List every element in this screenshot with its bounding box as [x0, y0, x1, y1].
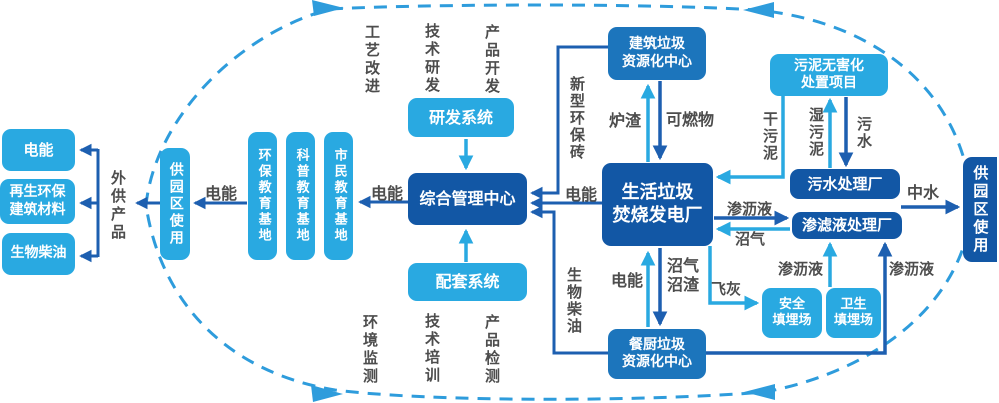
brick-to-mgmt-arrow [530, 45, 608, 200]
label-power-exchange: 电能 [611, 271, 644, 290]
label-wet-sludge: 湿污泥 [807, 107, 825, 158]
label-leachate-to-plant: 渗沥液 [727, 200, 773, 218]
label-tech-rd: 技术研发 [423, 23, 441, 95]
label-biogas-residue: 沼气 沼渣 [667, 256, 700, 295]
node-construction-waste-center: 建筑垃圾 资源化中心 [608, 27, 706, 80]
node-output-power: 电能 [2, 129, 75, 171]
biodiesel-to-mgmt-arrow [530, 205, 608, 355]
label-leachate-from-kitchen: 渗沥液 [889, 260, 935, 278]
node-mgmt-center: 综合管理中心 [408, 173, 527, 225]
label-tech-training: 技术培训 [423, 313, 441, 385]
node-safe-landfill: 安全 填埋场 [762, 288, 822, 338]
node-leachate-plant: 渗滤液处理厂 [792, 212, 902, 239]
boundary-arrow-top-right [743, 2, 774, 18]
label-env-monitoring: 环境监测 [361, 314, 379, 386]
node-edu-environment: 环保教育基地 [248, 132, 277, 260]
label-power-to-edu: 电能 [371, 184, 404, 203]
label-leachate-from-landfill: 渗沥液 [778, 260, 824, 278]
node-park-use-right: 供园区使用 [963, 157, 997, 262]
node-sewage-plant: 污水处理厂 [790, 169, 900, 199]
leachate-kitchen-arrow [706, 241, 893, 355]
label-craft-improvement: 工艺改进 [363, 24, 381, 96]
label-sewage: 污水 [855, 116, 873, 150]
node-sludge-project: 污泥无害化 处置项目 [770, 54, 888, 96]
boundary-arrow-bottom-left [311, 385, 343, 402]
dry-sludge-arrow [715, 96, 785, 185]
node-park-use-left: 供园区使用 [160, 148, 190, 260]
label-external-products: 外供产品 [109, 170, 127, 242]
node-waste-incineration-plant: 生活垃圾 焚烧发电厂 [602, 163, 713, 246]
label-power-to-mgmt: 电能 [565, 185, 598, 204]
node-edu-science: 科普教育基地 [286, 132, 315, 260]
label-combustibles: 可燃物 [666, 110, 715, 129]
label-dry-sludge: 干污泥 [761, 111, 779, 162]
node-output-materials: 再生环保 建筑材料 [0, 179, 75, 224]
node-kitchen-waste-center: 餐厨垃圾 资源化中心 [608, 329, 706, 379]
label-biogas: 沼气 [735, 230, 766, 248]
label-fly-ash: 飞灰 [711, 280, 742, 298]
label-biodiesel-flow: 生物柴油 [565, 267, 583, 335]
label-product-dev: 产品开发 [483, 24, 501, 96]
label-new-eco-brick: 新型环保砖 [568, 76, 586, 161]
label-power-to-park: 电能 [205, 184, 238, 203]
node-sanitary-landfill: 卫生 填埋场 [826, 288, 881, 338]
node-support-system: 配套系统 [408, 263, 527, 301]
label-recycled-water: 中水 [907, 183, 940, 202]
node-rd-system: 研发系统 [408, 98, 514, 137]
node-output-biodiesel: 生物柴油 [2, 233, 75, 275]
boundary-arrow-bottom-right [744, 384, 775, 400]
node-edu-citizen: 市民教育基地 [324, 132, 353, 260]
label-slag: 炉渣 [609, 111, 642, 130]
label-product-inspection: 产品检测 [483, 314, 501, 386]
fly-ash-arrow [708, 246, 760, 311]
boundary-arrow-top-left [312, 0, 344, 16]
